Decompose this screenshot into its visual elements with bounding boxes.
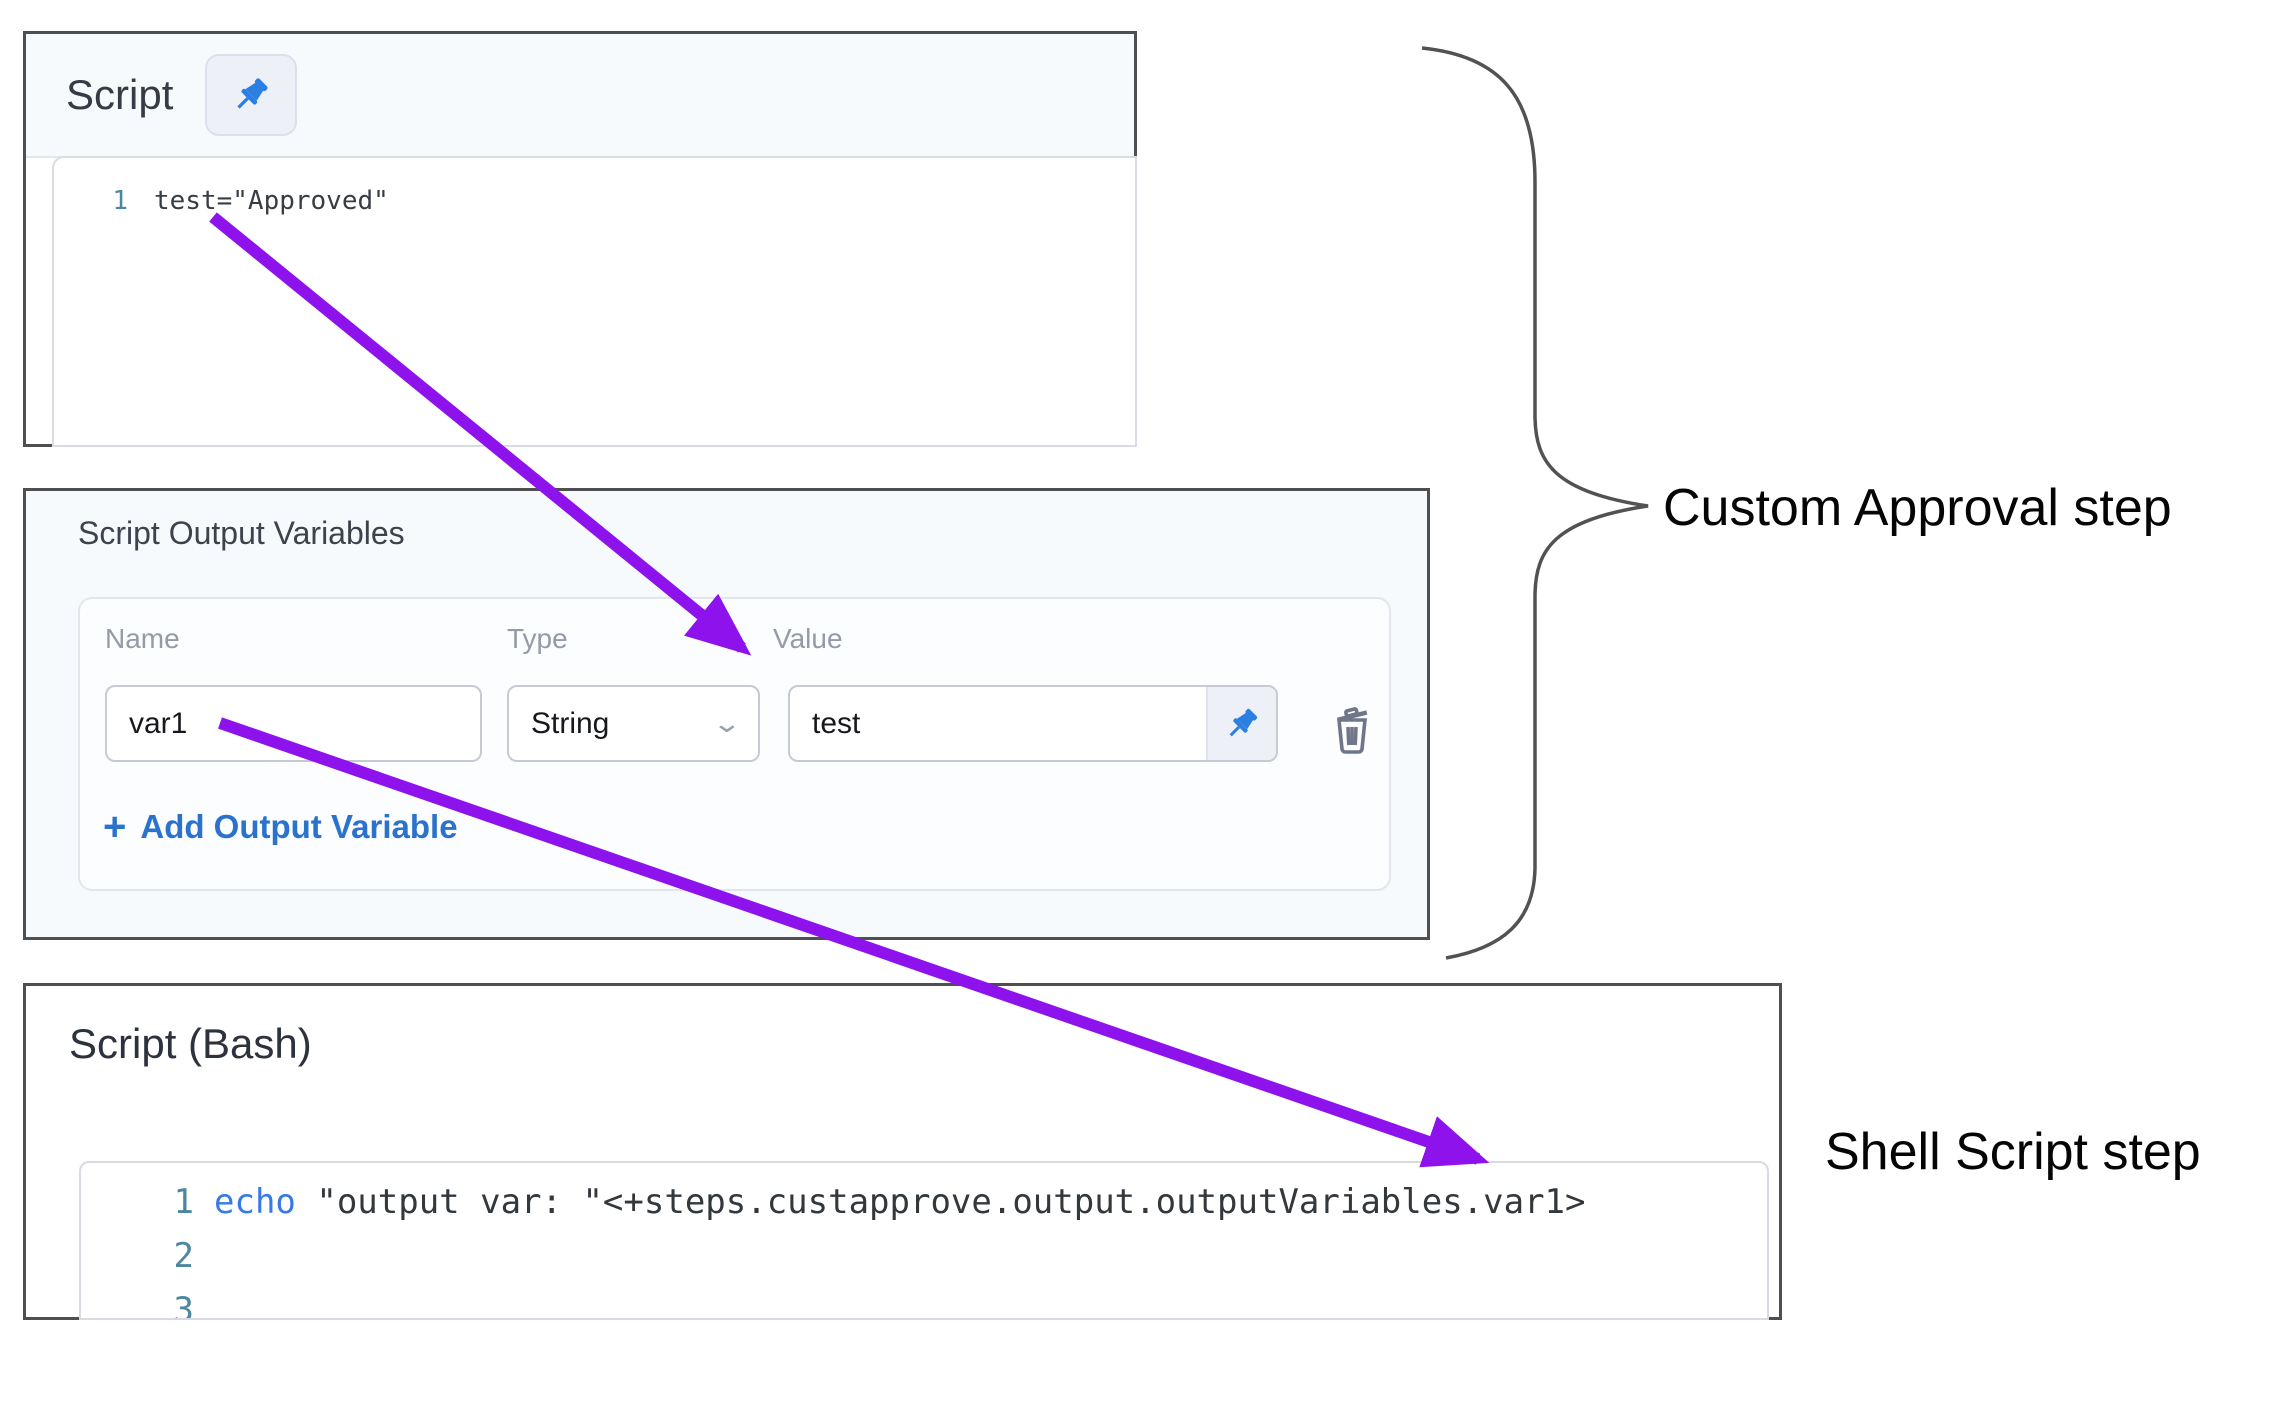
chevron-down-icon: ⌄ <box>711 708 743 738</box>
value-pin-button[interactable] <box>1206 687 1276 760</box>
plus-icon: + <box>103 805 127 849</box>
delete-row-button[interactable] <box>1328 703 1376 760</box>
line-number: 1 <box>112 186 128 216</box>
type-column-label: Type <box>507 623 568 654</box>
value-input[interactable] <box>790 706 1206 741</box>
line-number: 2 <box>173 1236 194 1276</box>
script-panel-header: Script <box>26 34 1134 158</box>
line-number: 1 <box>173 1182 194 1222</box>
add-output-variable-button[interactable]: + Add Output Variable <box>103 807 458 847</box>
code-text: "output var: "<+steps.custapprove.output… <box>295 1182 1586 1222</box>
name-column-label: Name <box>105 623 180 654</box>
script-output-variables-panel: Script Output Variables Name Type Value … <box>23 488 1430 940</box>
pin-button[interactable] <box>205 54 298 136</box>
pushpin-icon <box>1229 708 1258 736</box>
type-select-value: String <box>531 706 610 740</box>
code-line: 1 echo "output var: "<+steps.custapprove.… <box>81 1175 1767 1229</box>
code-text: test="Approved" <box>154 186 389 216</box>
code-line: 2 <box>81 1229 1767 1283</box>
script-code-editor[interactable]: 1 test="Approved" <box>52 156 1137 447</box>
script-panel-title: Script <box>66 71 174 118</box>
shell-script-panel: Script (Bash) 1 echo "output var: "<+step… <box>23 983 1782 1320</box>
shell-script-step-label: Shell Script step <box>1825 1123 2201 1181</box>
pushpin-icon <box>237 78 268 109</box>
name-field <box>105 685 482 762</box>
type-select[interactable]: String ⌄ <box>507 685 760 762</box>
custom-approval-step-label: Custom Approval step <box>1663 479 2172 537</box>
output-variables-box: Name Type Value String ⌄ <box>78 597 1391 891</box>
keyword-token: echo <box>214 1182 296 1222</box>
value-field <box>788 685 1278 762</box>
code-line: 1 test="Approved" <box>54 186 1135 216</box>
curly-brace <box>1421 46 1649 960</box>
script-panel: Script 1 test="Approved" <box>23 31 1137 447</box>
add-output-variable-label: Add Output Variable <box>140 808 458 845</box>
line-number: 3 <box>173 1290 194 1320</box>
value-column-label: Value <box>773 623 843 654</box>
code-line: 3 <box>81 1283 1767 1320</box>
name-input[interactable] <box>107 706 480 741</box>
shell-script-title: Script (Bash) <box>69 1020 312 1067</box>
trash-icon <box>1337 707 1368 754</box>
output-variables-title: Script Output Variables <box>78 515 405 551</box>
bash-code-editor[interactable]: 1 echo "output var: "<+steps.custapprove.… <box>79 1161 1769 1320</box>
